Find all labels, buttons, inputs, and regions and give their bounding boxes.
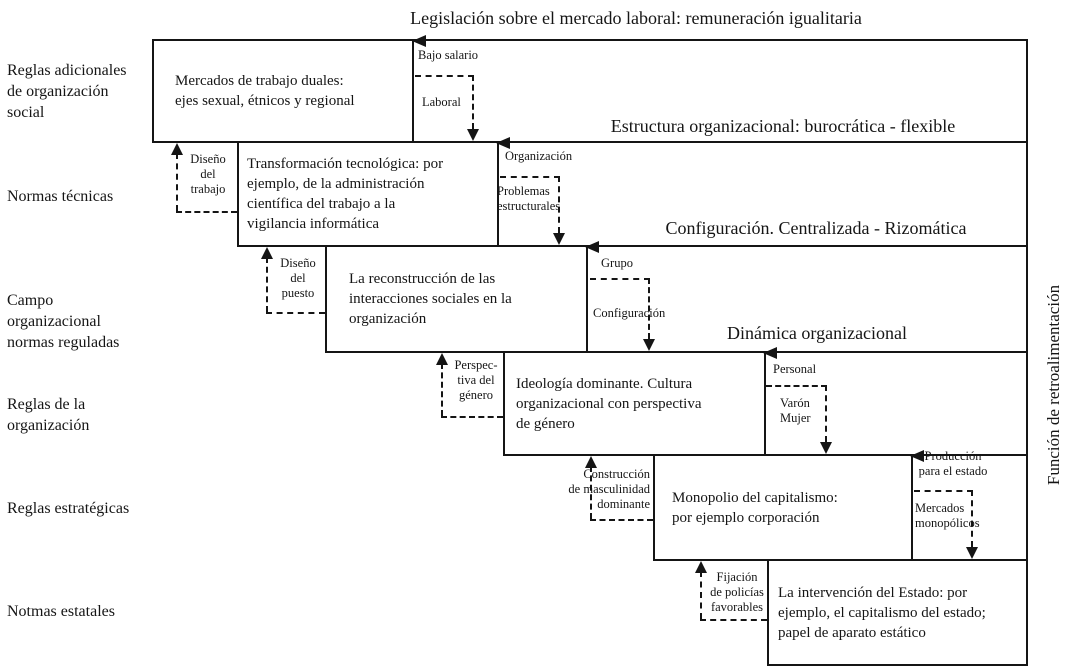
feedback-line-2 [496,137,1028,149]
box-intervencion-estado: La intervención del Estado: por ejemplo,… [767,559,1028,666]
dash-line [766,385,827,387]
connector-label-fijacion: Fijación de policías favorables [710,570,764,614]
connector-label-perspectiva: Perspec- tiva del género [454,358,498,402]
connector-label-organizacion: Organización [505,149,573,163]
dash-line [472,75,474,129]
arrow-down-icon [467,129,479,141]
dash-line [700,571,702,619]
arrow-up-icon [695,561,707,573]
connector-label-diseno-puesto: Diseño del puesto [280,256,316,300]
arrow-left-icon [910,450,924,462]
dash-line [176,153,178,211]
row-label-campo-organizacional: Campo organizacional normas reguladas [7,292,120,351]
dash-line [441,416,503,418]
dash-line [558,176,560,233]
arrow-up-icon [585,456,597,468]
box-ideologia-dominante: Ideología dominante. Cultura organizacio… [503,351,766,456]
header-dinamica: Dinámica organizacional [726,323,908,343]
row-label-reglas-organizacion: Reglas de la organización [7,396,90,434]
dash-line [971,490,973,547]
dash-line [648,278,650,339]
dash-line [266,312,325,314]
connector-label-mercados: Mercados monopólicos [915,501,980,530]
arrow-down-icon [643,339,655,351]
feedback-line-1 [412,35,1028,47]
box-mercados-duales: Mercados de trabajo duales: ejes sexual,… [152,39,414,143]
connector-label-grupo: Grupo [601,256,633,270]
dash-line [500,176,560,178]
feedback-line-3 [585,241,1028,253]
row-label-normas-tecnicas: Normas técnicas [7,188,114,205]
arrow-left-icon [496,137,510,149]
arrow-left-icon [763,347,777,359]
dash-line [914,490,973,492]
dash-line [415,75,474,77]
dash-line [176,211,237,213]
header-configuracion: Configuración. Centralizada - Rizomática [665,218,967,238]
connector-label-configuracion: Configuración [593,306,666,320]
dash-line [590,466,592,519]
feedback-axis-label: Función de retroalimentación [1044,284,1063,486]
dash-line [441,363,443,416]
arrow-up-icon [261,247,273,259]
arrow-left-icon [585,241,599,253]
arrow-up-icon [171,143,183,155]
arrow-down-icon [820,442,832,454]
header-estructura: Estructura organizacional: burocrática -… [610,116,956,136]
connector-label-construccion: Construcción de masculinidad dominante [568,467,650,511]
arrow-left-icon [412,35,426,47]
arrow-up-icon [436,353,448,365]
connector-label-personal: Personal [773,362,817,376]
feedback-line-5 [910,450,1028,462]
header-legislacion: Legislación sobre el mercado laboral: re… [410,8,862,28]
box-monopolio-capitalismo: Monopolio del capitalismo: por ejemplo c… [653,454,913,561]
connector-label-varon-mujer: Varón Mujer [780,396,811,425]
connector-label-diseno-trabajo: Diseño del trabajo [190,152,226,196]
arrow-down-icon [966,547,978,559]
connector-label-problemas: Problemas estructurales [497,184,561,213]
dash-line [590,519,653,521]
connector-label-laboral: Laboral [422,95,461,109]
feedback-line-4 [763,347,1028,359]
dash-line [590,278,650,280]
connector-label-bajo-salario: Bajo salario [418,48,479,62]
row-label-reglas-adicionales: Reglas adicionales de organización socia… [7,62,127,121]
arrow-down-icon [553,233,565,245]
box-reconstruccion-interacciones: La reconstrucción de las interacciones s… [325,245,588,353]
dash-line [266,257,268,312]
connector-label-produccion: Producción para el estado [918,449,988,478]
row-label-reglas-estrategicas: Reglas estratégicas [7,500,130,517]
box-transformacion-tecnologica: Transformación tecnológica: por ejemplo,… [237,141,499,247]
dash-line [700,619,767,621]
dash-line [825,385,827,442]
row-label-normas-estatales: Notmas estatales [7,603,115,620]
